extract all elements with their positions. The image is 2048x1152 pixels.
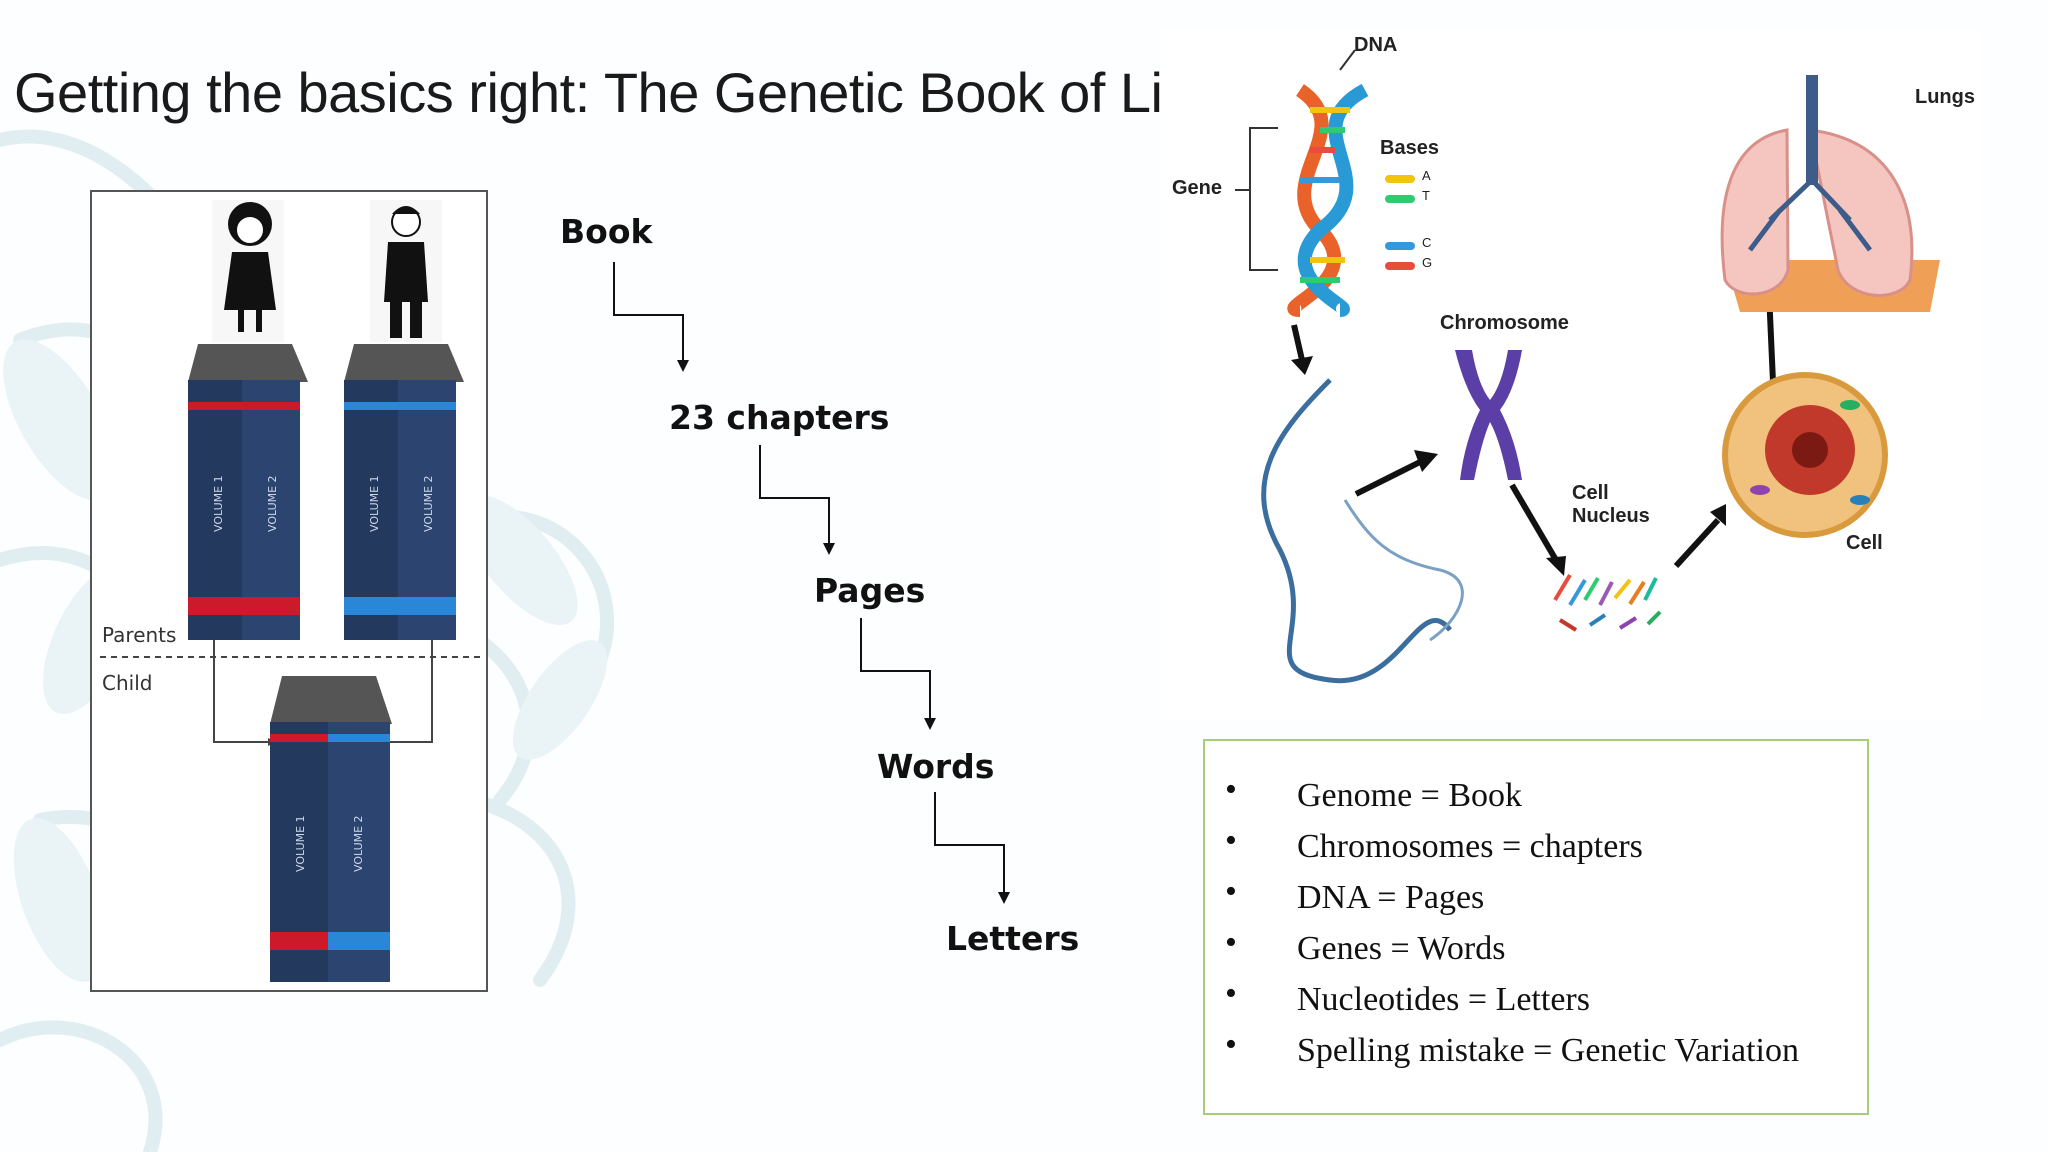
volume-label: VOLUME 1	[212, 475, 225, 532]
volume-label: VOLUME 1	[368, 475, 381, 532]
book-hierarchy-flow: Book 23 chapters Pages Words Letters	[540, 200, 1100, 980]
chromosome-icon	[1455, 350, 1522, 480]
base-letter: C	[1422, 235, 1432, 250]
lungs-icon	[1720, 75, 1940, 312]
analogy-text: Spelling mistake = Genetic Variation	[1297, 1032, 1799, 1069]
chromosome-label: Chromosome	[1440, 312, 1569, 334]
cell-nucleus-line2: Nucleus	[1572, 505, 1650, 527]
bullet-icon: •	[1225, 771, 1237, 808]
books-graphic: VOLUME 1 VOLUME 2 VOLUME 1 VOLUME 2 VOLU…	[100, 200, 482, 982]
flow-chapters: 23 chapters	[669, 398, 890, 437]
flow-book: Book	[560, 212, 653, 251]
inheritance-connectors	[213, 640, 433, 743]
analogy-list-box: • Genome = Book • Chromosomes = chapters…	[1203, 739, 1869, 1115]
dna-label: DNA	[1354, 34, 1398, 56]
child-label: Child	[102, 671, 152, 695]
volume-label: VOLUME 2	[266, 475, 279, 532]
bullet-icon: •	[1225, 975, 1237, 1012]
bullet-icon: •	[1225, 873, 1237, 910]
base-letter: T	[1422, 188, 1430, 203]
analogy-text: Nucleotides = Letters	[1297, 981, 1590, 1018]
analogy-text: DNA = Pages	[1297, 879, 1485, 916]
father-figure-icon	[370, 200, 442, 342]
cell-nucleus-icon	[1553, 573, 1662, 632]
parents-label: Parents	[102, 623, 176, 647]
analogy-text: Genes = Words	[1297, 930, 1506, 967]
volume-label: VOLUME 2	[352, 815, 365, 872]
gene-label: Gene	[1172, 177, 1223, 199]
dna-to-organism-diagram: DNA Bases Gene A T C G Chromosome Lungs …	[1160, 30, 1980, 720]
analogy-text: Chromosomes = chapters	[1297, 828, 1643, 865]
lungs-label: Lungs	[1915, 86, 1975, 108]
bases-label: Bases	[1380, 137, 1439, 159]
bullet-icon: •	[1225, 1026, 1237, 1063]
cell-nucleus-line1: Cell	[1572, 482, 1609, 504]
background-leaf-pattern	[0, 129, 615, 1152]
flow-arrows	[613, 262, 1010, 904]
slide-title: Getting the basics right: The Genetic Bo…	[14, 61, 1209, 124]
cell-label: Cell	[1846, 532, 1883, 554]
cell-icon	[1722, 372, 1888, 538]
bullet-icon: •	[1225, 924, 1237, 961]
volume-label: VOLUME 2	[422, 475, 435, 532]
gene-bracket	[1249, 127, 1278, 271]
flow-pages: Pages	[814, 571, 926, 610]
dna-helix-icon	[1287, 83, 1369, 317]
bullet-icon: •	[1225, 822, 1237, 859]
base-letter: A	[1422, 168, 1431, 183]
base-letter: G	[1422, 255, 1433, 270]
analogy-text: Genome = Book	[1297, 777, 1523, 814]
cell-nucleus-label: Cell Nucleus	[1572, 482, 1650, 528]
genetic-books-illustration: VOLUME 1 VOLUME 2 VOLUME 1 VOLUME 2 VOLU…	[90, 190, 488, 992]
mother-figure-icon	[212, 200, 284, 342]
mother-books	[188, 344, 308, 640]
father-books	[344, 344, 464, 640]
child-books	[270, 676, 392, 982]
biology-graphic	[1235, 49, 1940, 684]
volume-label: VOLUME 1	[294, 815, 307, 872]
dna-strand-icon	[1261, 378, 1452, 684]
base-pair-icons	[1385, 175, 1415, 270]
flow-words: Words	[877, 747, 995, 786]
flow-letters: Letters	[946, 919, 1080, 958]
